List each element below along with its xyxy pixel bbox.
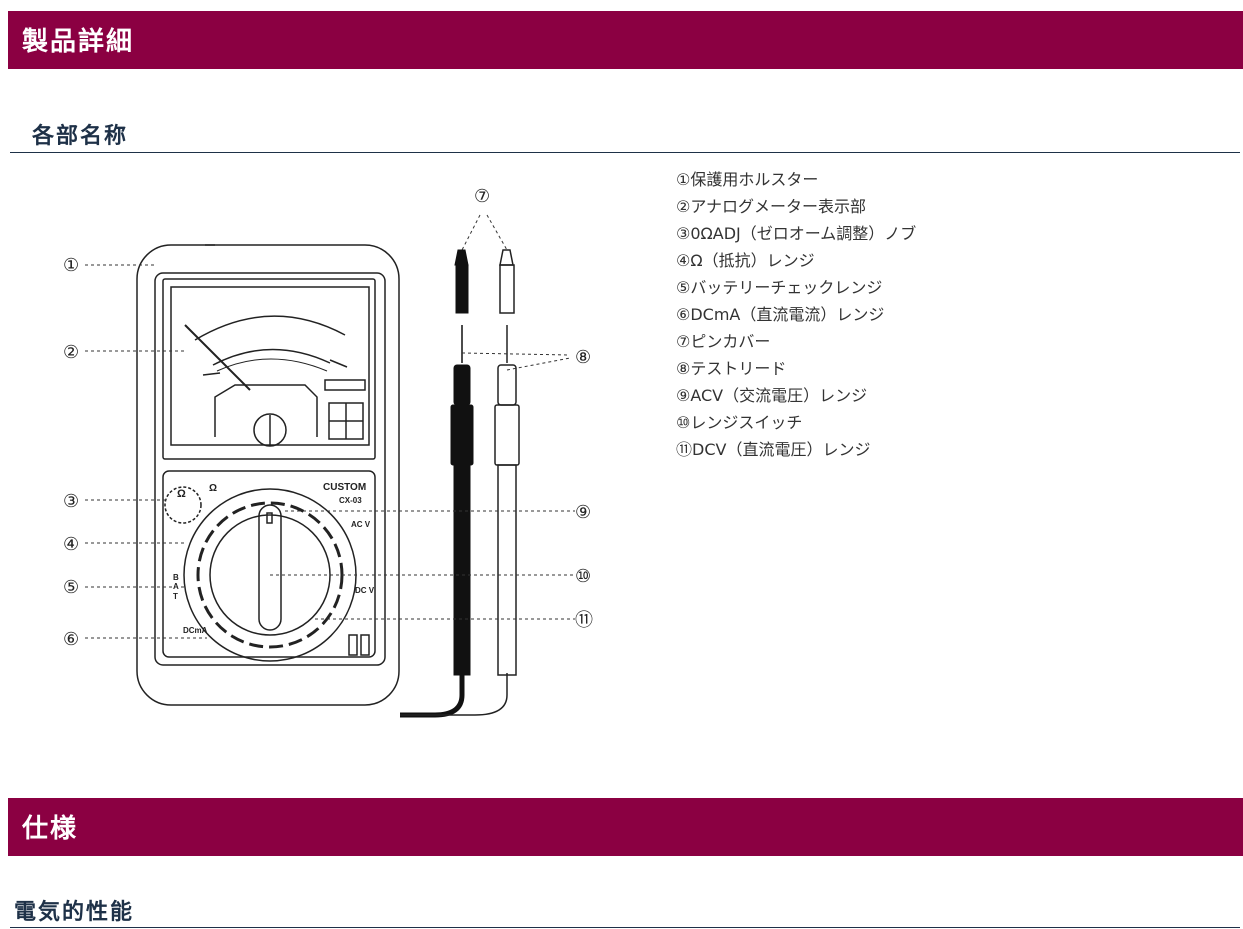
parts-list-item: ④Ω（抵抗）レンジ [676,251,815,270]
zero-adj-knob [164,486,202,524]
ohm-label: Ω [209,483,217,494]
parts-list: ①保護用ホルスター ②アナログメーター表示部 ③0ΩADJ（ゼロオーム調整）ノブ… [676,166,916,463]
callout-1: ① [63,255,79,276]
parts-list-item: ②アナログメーター表示部 [676,197,867,216]
section-banner-specifications: 仕様 [8,798,1243,856]
subsection-title-electrical-performance: 電気的性能 [14,900,135,925]
bat-label-b: B [173,573,179,582]
meter-window-frame [162,278,376,460]
holster-outline [136,244,400,706]
callout-7: ⑦ [474,186,490,207]
parts-list-item: ⑨ACV（交流電圧）レンジ [676,386,868,405]
bat-label-t: T [173,592,178,601]
multimeter-diagram: Ω Ω CUSTOM CX-03 AC V DC V DCmA B A T [63,186,593,718]
parts-list-item: ⑧テストリード [676,359,787,378]
callout-3: ③ [63,491,79,512]
acv-label: AC V [351,520,371,529]
subsection-rule [10,927,1240,928]
dcv-label: DC V [355,586,375,595]
parts-list-item: ①保護用ホルスター [676,170,819,189]
callout-6: ⑥ [63,629,79,650]
parts-list-item: ③0ΩADJ（ゼロオーム調整）ノブ [676,224,917,243]
adj-label: Ω [177,488,186,500]
parts-list-item: ⑥DCmA（直流電流）レンジ [676,305,885,324]
callout-5: ⑤ [63,577,79,598]
test-lead-black [400,249,474,718]
switch-panel [162,470,376,658]
brand-label: CUSTOM [323,482,366,493]
callout-2: ② [63,342,79,363]
test-lead-red [400,249,520,716]
meter-needle [184,324,251,391]
callout-9: ⑨ [575,502,591,523]
meter-body [154,272,386,666]
callout-10: ⑩ [575,566,591,587]
parts-list-item: ⑩レンジスイッチ [676,413,803,432]
subsection-title-part-names: 各部名称 [32,124,129,149]
section-banner-product-details: 製品詳細 [8,11,1243,69]
subsection-rule [10,152,1240,153]
parts-list-item: ⑦ピンカバー [676,332,771,351]
callout-11: ⑪ [575,610,593,631]
callout-4: ④ [63,534,79,555]
section-title: 仕様 [22,814,79,844]
parts-list-item: ⑪DCV（直流電圧）レンジ [676,440,871,459]
model-label: CX-03 [339,496,362,505]
section-title: 製品詳細 [22,27,135,57]
callout-8: ⑧ [575,347,591,368]
dcma-label: DCmA [183,626,208,635]
parts-list-item: ⑤バッテリーチェックレンジ [676,278,883,297]
